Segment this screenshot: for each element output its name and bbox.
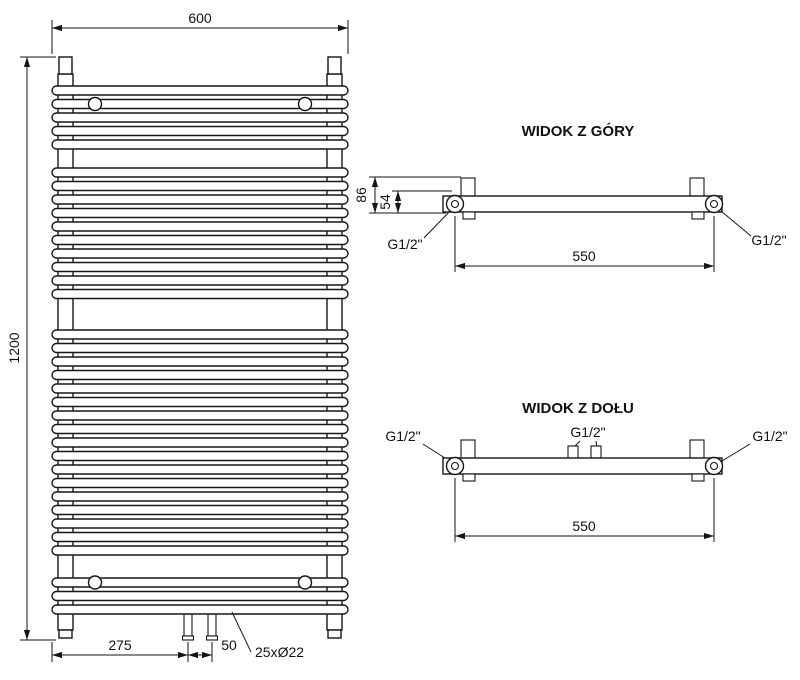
connection-center-label: G1/2" [570, 424, 605, 440]
spacing-dimension-label: 550 [572, 248, 596, 264]
bottom-view-title: WIDOK Z DOŁU [522, 400, 634, 417]
front-view: 600 1200 [6, 10, 349, 662]
radiator-rung [51, 518, 349, 529]
radiator-rung [51, 221, 349, 232]
radiator-rung [51, 504, 349, 516]
radiator-rung [51, 464, 349, 475]
tube-spec-leader [231, 611, 252, 653]
radiator-rung [51, 545, 349, 556]
bracket-bottom-left [87, 575, 103, 590]
foot-left [58, 629, 73, 639]
stud-left [460, 177, 476, 197]
radiator-rung [51, 275, 349, 286]
center-stub-left [567, 445, 579, 459]
radiator-rung [51, 423, 349, 435]
stud-right [689, 439, 705, 459]
leader-line [720, 210, 752, 237]
bracket-bottom-right [297, 575, 313, 590]
stud-left [460, 439, 476, 459]
depth-dimension-label: 86 [353, 187, 369, 203]
top-view: WIDOK Z GÓRY 86 54 G1/2" [353, 122, 787, 272]
radiator-rung [51, 531, 349, 543]
foot-right [327, 629, 342, 639]
radiator-rung [51, 207, 349, 219]
radiator-rung [51, 139, 349, 150]
dimension-width: 600 [51, 10, 349, 54]
connection-right-label: G1/2" [752, 428, 787, 444]
radiator-rung [51, 590, 349, 602]
radiator-rung [51, 261, 349, 273]
top-view-title: WIDOK Z GÓRY [522, 122, 635, 140]
radiator-rung [51, 125, 349, 137]
tube-spec-label: 25xØ22 [255, 644, 304, 660]
collector-tube [442, 457, 723, 475]
connection-right-bore [709, 199, 719, 209]
center-stub-right [590, 445, 602, 459]
connection-right-label: G1/2" [751, 232, 786, 248]
collector-tube [442, 195, 723, 213]
radiator-rung [51, 477, 349, 489]
bottom-stub-cap-left [181, 635, 195, 641]
radiator-rung [51, 85, 349, 96]
radiator-rung [51, 410, 349, 421]
radiator-rung [51, 248, 349, 259]
width-dimension-label: 600 [188, 10, 212, 26]
offset-dimension-label: 275 [108, 637, 132, 653]
radiator-rung [51, 491, 349, 502]
radiator-rung [51, 383, 349, 394]
radiator-rung [51, 112, 349, 123]
radiator-rung [51, 577, 349, 588]
leader-line [423, 211, 450, 239]
height-dimension-label: 1200 [6, 332, 22, 363]
bracket-mark-left [462, 211, 476, 220]
radiator-rung [51, 288, 349, 300]
dimension-bottom: 275 50 25xØ22 [51, 611, 304, 662]
radiator-rung [51, 356, 349, 367]
top-cap-left [58, 56, 73, 75]
connection-left-label: G1/2" [385, 428, 420, 444]
bottom-stub-cap-right [205, 635, 219, 641]
dimension-axis-54: 54 [377, 190, 452, 213]
bottom-view: WIDOK Z DOŁU G1/2" G1/2" G1/2" [385, 400, 788, 542]
radiator-rung [51, 604, 349, 615]
dimension-depth-86: 86 [353, 176, 461, 214]
radiator-rung [51, 369, 349, 381]
radiator-rung [51, 167, 349, 178]
dimension-550-bottom: 550 [454, 478, 715, 542]
axis-dimension-label: 54 [377, 194, 393, 210]
dimension-550-top: 550 [454, 216, 715, 272]
radiator-rung [51, 98, 349, 110]
bracket-mark-left [462, 473, 476, 482]
radiator-rung [51, 329, 349, 340]
dimension-height: 1200 [6, 56, 56, 641]
bracket-top-right [297, 96, 313, 112]
bottom-view-body [442, 439, 724, 482]
radiator-rung [51, 194, 349, 205]
radiator-body [51, 56, 349, 641]
bracket-top-left [87, 96, 103, 112]
leader-line [721, 443, 751, 462]
connection-labels: G1/2" G1/2" [387, 210, 787, 252]
radiator-rung [51, 450, 349, 462]
connection-labels: G1/2" G1/2" G1/2" [385, 424, 788, 462]
radiator-rung [51, 180, 349, 192]
connection-left-bore [450, 199, 460, 209]
radiator-rung [51, 437, 349, 448]
bracket-mark-right [691, 473, 705, 482]
connection-left-bore [450, 461, 460, 471]
radiator-rung [51, 342, 349, 354]
radiator-rung [51, 234, 349, 246]
top-view-body [442, 177, 724, 220]
top-cap-right [327, 56, 342, 75]
connection-left-label: G1/2" [387, 236, 422, 252]
spacing-dimension-label: 50 [221, 637, 237, 653]
rung-set [51, 85, 349, 615]
radiator-rung [51, 396, 349, 408]
spacing-dimension-label: 550 [572, 518, 596, 534]
connection-right-bore [709, 461, 719, 471]
stud-right [689, 177, 705, 197]
bracket-mark-right [691, 211, 705, 220]
